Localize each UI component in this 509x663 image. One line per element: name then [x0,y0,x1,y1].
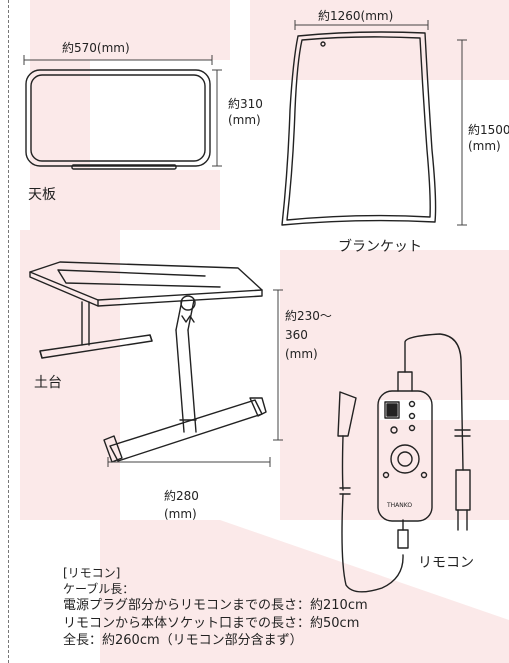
spec-line-total: 全長：約260cm（リモコン部分含まず） [63,633,303,648]
spec-title: [リモコン] [63,566,121,580]
table-top-name: 天板 [28,187,56,203]
dimension-lines [23,20,467,467]
blanket-name: ブランケット [338,239,422,255]
stand-height-label: 約230～ [285,309,332,323]
stand-drawing [29,261,267,463]
base-width-unit: (mm) [164,507,197,521]
blanket-height-label: 約1500 [468,123,509,137]
table-top-width-label: 約570(mm) [62,41,130,55]
table-top-depth-unit: (mm) [228,113,261,127]
remote-spec-block: [リモコン] ケーブル長： 電源プラグ部分からリモコンまでの長さ：約210cm … [63,566,368,650]
stand-height-unit: (mm) [285,347,318,361]
blanket-height-unit: (mm) [468,139,501,153]
remote-name: リモコン [418,555,474,571]
base-width-label: 約280 [164,489,199,503]
stand-height-label-2: 360 [285,328,308,342]
table-top-depth-label: 約310 [228,97,263,111]
spec-cable-label: ケーブル長： [63,581,135,596]
remote-drawing [337,333,471,593]
blanket-drawing [281,31,437,226]
blanket-width-label: 約1260(mm) [318,9,394,23]
spec-line-plug-to-remote: 電源プラグ部分からリモコンまでの長さ：約210cm [63,598,368,613]
base-name: 土台 [34,375,62,391]
table-top-drawing [25,69,211,170]
spec-line-remote-to-socket: リモコンから本体ソケット口までの長さ：約50cm [63,615,360,631]
page-left-dashed-border [8,0,9,663]
remote-brand-label: THANKO [387,502,413,509]
